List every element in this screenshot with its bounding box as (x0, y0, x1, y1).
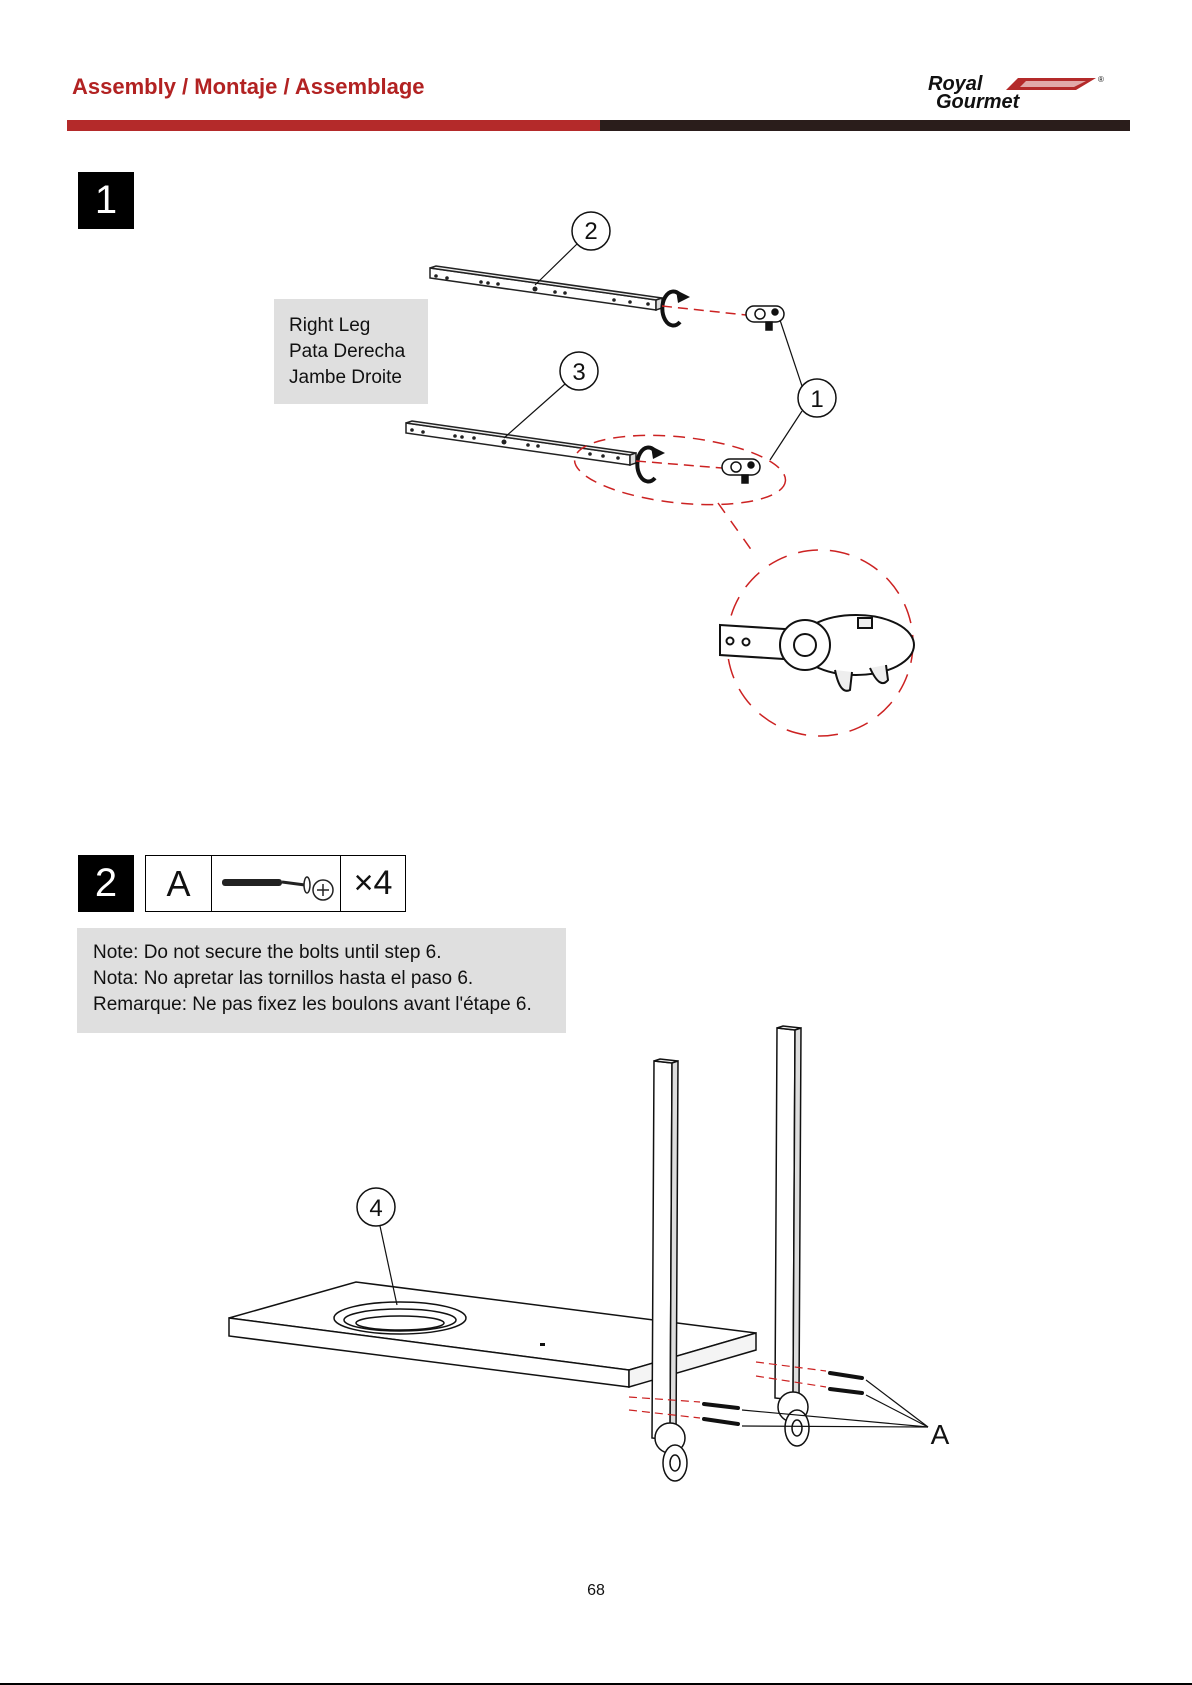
leg-back (775, 1026, 809, 1446)
callout-3-text: 3 (572, 359, 585, 386)
caster-part-1-top (746, 306, 784, 330)
page-number: 68 (0, 1582, 1192, 1600)
bar-part-2 (430, 266, 662, 310)
note-line-fr: Remarque: Ne pas fixez les boulons avant… (93, 992, 566, 1018)
callout-2-text: 2 (584, 218, 597, 245)
leg-front (652, 1059, 687, 1481)
assembly-note: Note: Do not secure the bolts until step… (77, 928, 566, 1033)
callout-4-text: 4 (369, 1195, 382, 1222)
parts-table: A ×4 (145, 855, 406, 912)
bar-part-3 (406, 421, 636, 465)
note-line-en: Note: Do not secure the bolts until step… (93, 940, 566, 966)
caster-detail-zoom (720, 615, 914, 691)
callout-1-text: 1 (810, 386, 823, 413)
step-2-number: 2 (78, 855, 134, 912)
part-letter: A (146, 856, 212, 911)
note-line-es: Nota: No apretar las tornillos hasta el … (93, 966, 566, 992)
part-image (212, 856, 341, 911)
callout-a-text: A (931, 1419, 950, 1450)
part-quantity: ×4 (341, 856, 405, 911)
bolt-washer-icon (217, 864, 335, 904)
caster-part-1-bottom (722, 459, 760, 483)
